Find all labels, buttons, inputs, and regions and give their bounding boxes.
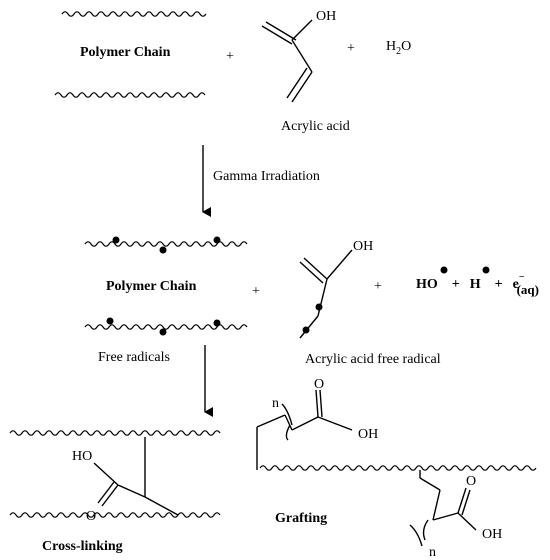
plus-sign: + <box>374 279 382 294</box>
hydroxyl-label: OH <box>316 9 336 24</box>
radical-dot <box>440 266 448 274</box>
plus-sign: + <box>226 49 234 64</box>
hydroxyl-label: OH <box>358 427 378 442</box>
crosslink-chain-top <box>9 430 221 436</box>
repeat-unit-n: n <box>429 545 436 560</box>
carbonyl-oxygen-label: O <box>86 509 96 524</box>
polymer-chain-label: Polymer Chain <box>80 45 171 60</box>
polymer-chain-radical-bottom <box>84 324 248 330</box>
free-radicals-label: Free radicals <box>98 350 170 365</box>
grafting-label: Grafting <box>275 511 327 526</box>
carbonyl-oxygen-label: O <box>466 474 476 489</box>
arrow-label: Gamma Irradiation <box>213 169 320 184</box>
hydroxyl-label: HO <box>72 449 92 464</box>
radical-species-label: HO+H+e−(aq) <box>416 272 539 297</box>
radical-dot <box>302 326 310 334</box>
grafting-backbone <box>259 465 537 471</box>
plus-sign: + <box>347 41 355 56</box>
crosslink-chain-bottom <box>9 512 221 518</box>
polymer-chain-top <box>61 11 207 17</box>
hydroxyl-label: OH <box>482 527 502 542</box>
acrylic-acid-radical-structure: OH <box>299 239 373 339</box>
radical-dot <box>315 303 323 311</box>
carbonyl-oxygen-label: O <box>314 377 324 392</box>
polymer-chain-radical-top <box>84 241 248 247</box>
repeat-unit-n: n <box>272 396 279 411</box>
radical-dot <box>482 266 490 274</box>
graft-top-structure: n O OH <box>256 377 378 470</box>
radical-dot <box>213 319 221 327</box>
hydroxyl-label: OH <box>353 239 373 254</box>
water-label: H2O <box>386 39 411 57</box>
acrylic-acid-label: Acrylic acid <box>281 119 350 134</box>
radical-dot <box>159 246 167 254</box>
radical-dot <box>213 236 221 244</box>
radical-dot <box>106 317 114 325</box>
radical-dot <box>159 328 167 336</box>
acrylic-radical-label: Acrylic acid free radical <box>305 352 441 367</box>
polymer-chain-label: Polymer Chain <box>106 279 197 294</box>
crosslink-bridge-structure: HO O <box>72 437 179 524</box>
plus-sign: + <box>252 284 260 299</box>
radical-dot <box>112 236 120 244</box>
crosslinking-label: Cross-linking <box>42 539 123 554</box>
acrylic-acid-structure: OH <box>261 9 336 103</box>
graft-bottom-structure: O OH n <box>409 470 502 560</box>
polymer-chain-bottom <box>54 92 206 98</box>
